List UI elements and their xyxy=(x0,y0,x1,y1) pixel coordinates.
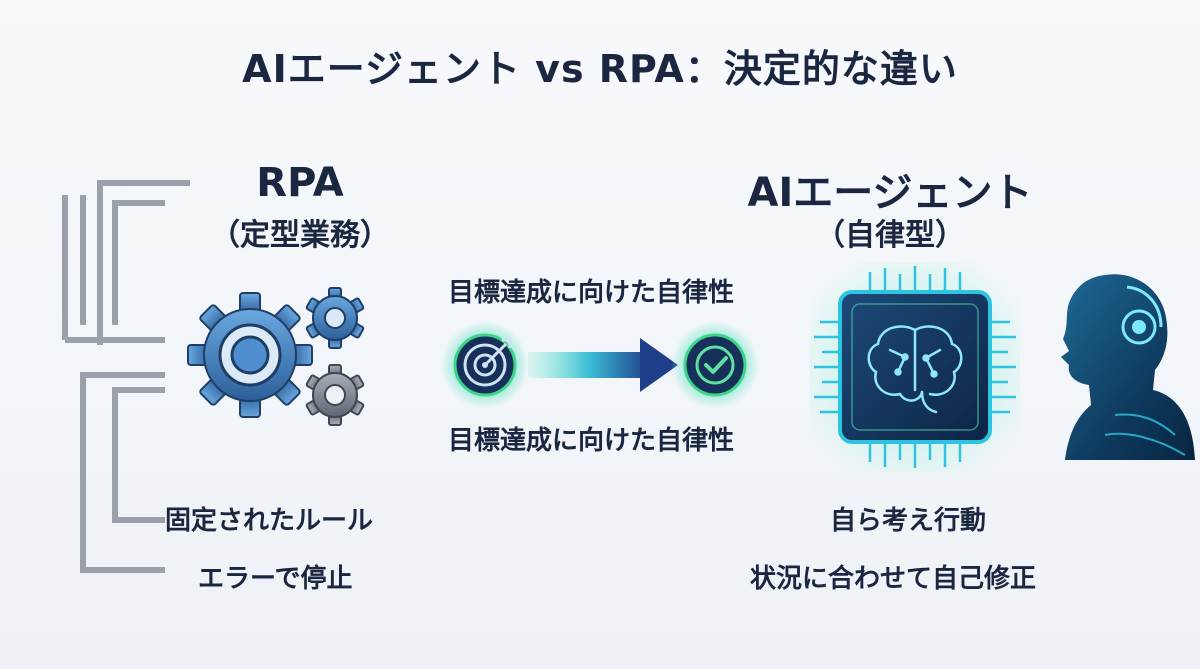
rpa-heading: RPA xyxy=(256,160,344,206)
rpa-feature-stops-on-error: エラーで停止 xyxy=(198,564,353,594)
page-title: AIエージェント vs RPA：決定的な違い xyxy=(242,47,958,91)
rpa-subheading: （定型業務） xyxy=(210,218,390,253)
ai-feature-self-correction: 状況に合わせて自己修正 xyxy=(750,564,1037,594)
robot-head-icon xyxy=(1061,274,1195,460)
gear-group xyxy=(187,287,365,426)
rpa-feature-fixed-rules: 固定されたルール xyxy=(165,506,374,536)
center-label-top: 目標達成に向けた自律性 xyxy=(448,278,735,308)
ai-subheading: （自律型） xyxy=(815,218,965,253)
brain-icon xyxy=(867,325,963,414)
center-label-bottom: 目標達成に向けた自律性 xyxy=(448,426,735,456)
ai-heading: AIエージェント xyxy=(747,170,1033,216)
check-icon xyxy=(671,321,759,409)
left-bracket-lines xyxy=(62,180,190,573)
ai-feature-self-action: 自ら考え行動 xyxy=(830,506,987,536)
gear-icon xyxy=(305,364,365,426)
arrow-right-icon xyxy=(528,338,678,392)
target-icon xyxy=(441,321,529,409)
chip-pins xyxy=(814,266,1016,468)
ai-chip xyxy=(810,262,1020,472)
gear-icon xyxy=(305,287,365,349)
gear-icon xyxy=(187,292,313,418)
autonomy-flow xyxy=(441,321,759,409)
